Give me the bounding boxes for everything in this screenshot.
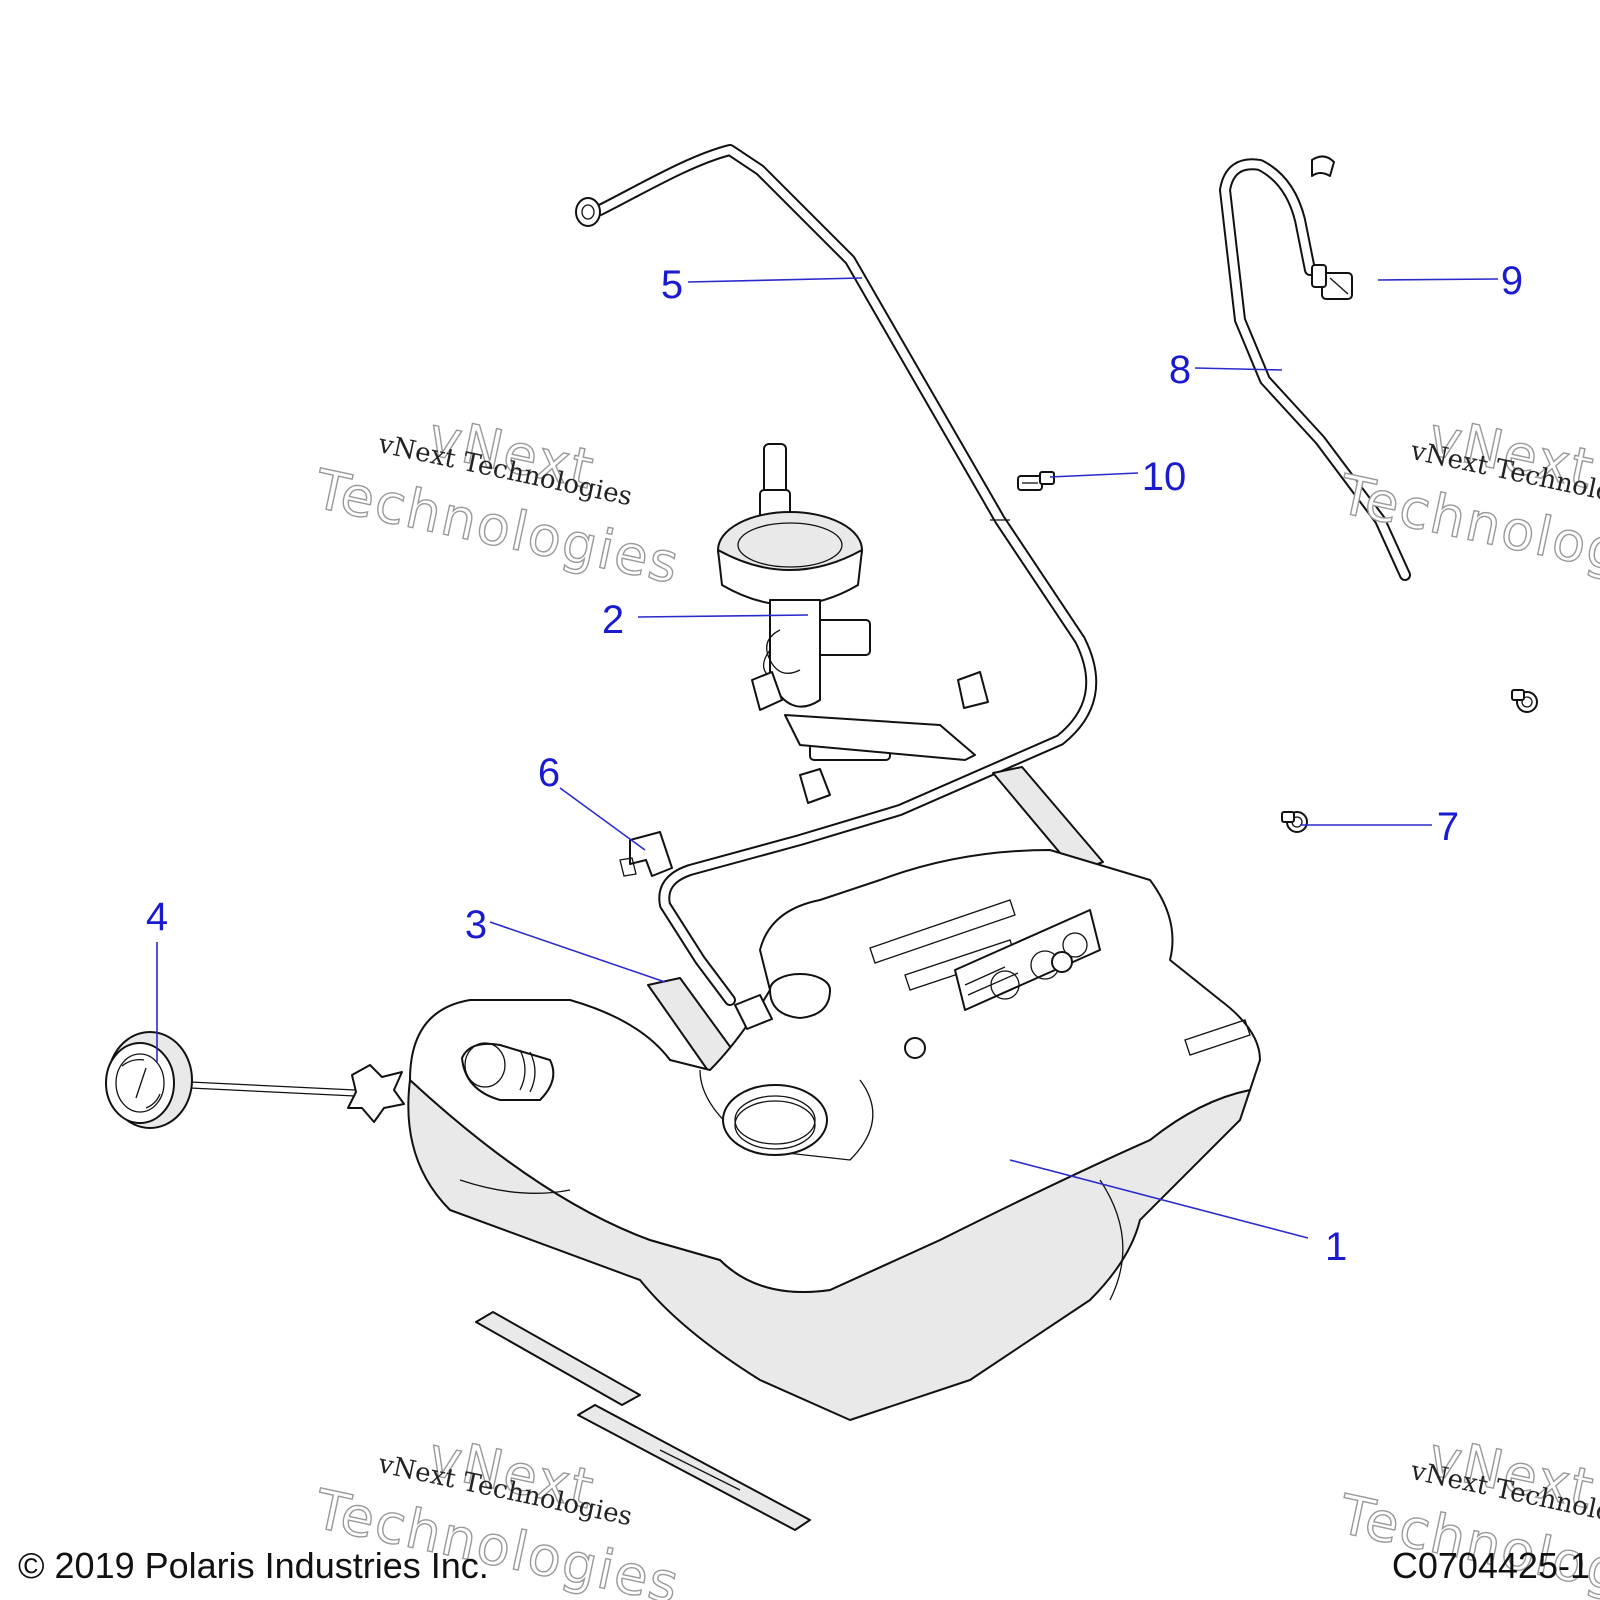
watermark-top-left: vNext Technologies vNext Technologies — [308, 404, 686, 597]
callouts: 1 2 3 4 5 6 7 8 9 10 — [146, 259, 1523, 1269]
leader-1 — [1009, 1159, 1309, 1239]
part-8-vent-hose — [1219, 158, 1411, 581]
callout-10: 10 — [1142, 455, 1187, 499]
watermark-top-right: vNext Technologies vNext Technologies — [1333, 404, 1600, 602]
callout-9: 9 — [1501, 259, 1523, 303]
leader-lines — [156, 277, 1499, 1239]
leader-8 — [1194, 367, 1283, 371]
leader-10 — [1049, 472, 1139, 478]
callout-8: 8 — [1169, 348, 1191, 392]
part-4-fuel-cap — [105, 1031, 405, 1129]
leader-3 — [489, 921, 666, 983]
part-5-fuel-line — [575, 144, 1098, 1006]
callout-7: 7 — [1437, 805, 1459, 849]
leader-2 — [637, 614, 809, 618]
callout-5: 5 — [661, 263, 683, 307]
part-10-clip — [1017, 471, 1055, 491]
leader-6 — [559, 787, 646, 851]
drawing-id: C0704425-1 — [1392, 1545, 1590, 1586]
part-2-fuel-pump — [717, 443, 989, 804]
leader-9 — [1377, 278, 1499, 281]
part-6-bracket — [619, 831, 673, 877]
callout-6: 6 — [538, 751, 560, 795]
strap-pad — [475, 766, 1104, 1531]
callout-2: 2 — [602, 598, 624, 642]
part-9-fitting — [1311, 155, 1353, 300]
leader-5 — [687, 277, 863, 283]
callout-1: 1 — [1325, 1225, 1347, 1269]
part-1-fuel-tank — [407, 849, 1261, 1421]
callout-3: 3 — [465, 903, 487, 947]
part-7-clamp — [1281, 689, 1538, 833]
copyright-text: © 2019 Polaris Industries Inc. — [18, 1545, 489, 1586]
callout-4: 4 — [146, 895, 168, 939]
